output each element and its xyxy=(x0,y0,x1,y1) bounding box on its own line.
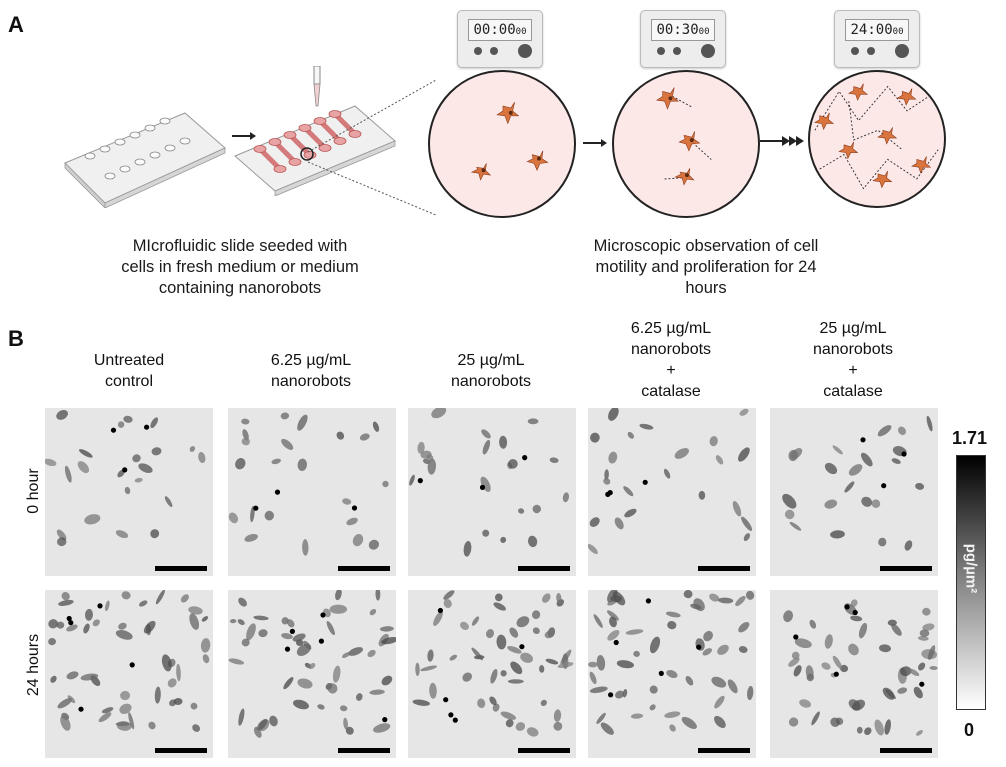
column-header-25-nanorobots-catalase: 25 µg/mL nanorobots + catalase xyxy=(768,318,938,402)
column-header-4-line-3: + xyxy=(848,362,858,379)
scale-bar xyxy=(698,566,750,571)
microscopy-image-r0-c4 xyxy=(770,408,938,576)
column-header-25-nanorobots: 25 µg/mL nanorobots xyxy=(406,350,576,392)
scale-bar xyxy=(155,748,207,753)
column-header-3-line-2: nanorobots xyxy=(630,341,712,358)
column-header-6-25-nanorobots: 6.25 µg/mL nanorobots xyxy=(226,350,396,392)
timer-2-value: 24:00 xyxy=(850,22,893,38)
row-label-24-hours: 24 hours xyxy=(25,633,42,697)
timer-0: 00:0000 xyxy=(457,10,543,68)
dish-0h xyxy=(428,70,576,218)
microscopy-image-r0-c2 xyxy=(408,408,576,576)
microscopy-image-r1-c2 xyxy=(408,590,576,758)
column-header-6-25-nanorobots-catalase: 6.25 µg/mL nanorobots + catalase xyxy=(586,318,756,402)
microscopy-image-r0-c0 xyxy=(45,408,213,576)
timer-2: 24:0000 xyxy=(834,10,920,68)
row-label-0-hour: 0 hour xyxy=(25,468,42,514)
arrow-icon xyxy=(583,135,607,147)
scale-bar xyxy=(518,748,570,753)
timer-1-value: 00:30 xyxy=(656,22,699,38)
column-header-0-line-1: Untreated xyxy=(93,352,165,369)
arrow-icon xyxy=(232,128,256,140)
timer-2-suffix: 00 xyxy=(892,27,904,37)
column-header-0-line-2: control xyxy=(104,373,154,390)
scale-bar xyxy=(518,566,570,571)
colorbar-max-label: 1.71 xyxy=(952,428,988,448)
colorbar xyxy=(956,455,986,710)
panel-b-letter: B xyxy=(8,326,24,351)
scale-bar xyxy=(338,566,390,571)
microscopy-image-r0-c3 xyxy=(588,408,756,576)
caption-observation-line-3: hours xyxy=(685,279,727,297)
caption-slide-seeding: MIcrofluidic slide seeded with cells in … xyxy=(90,236,390,299)
colorbar-min-label: 0 xyxy=(964,720,975,740)
column-header-2-line-1: 25 µg/mL xyxy=(457,352,525,369)
fast-forward-arrow-icon xyxy=(760,134,804,146)
microscopy-image-r1-c3 xyxy=(588,590,756,758)
scale-bar xyxy=(338,748,390,753)
scale-bar xyxy=(880,748,932,753)
timer-1-suffix: 00 xyxy=(698,27,710,37)
column-header-1-line-2: nanorobots xyxy=(270,373,352,390)
dish-24h xyxy=(808,70,946,208)
seeded-slide-illustration xyxy=(230,65,410,197)
column-header-untreated-control: Untreated control xyxy=(44,350,214,392)
timer-0-value: 00:00 xyxy=(473,22,516,38)
scale-bar xyxy=(880,566,932,571)
zoom-guide-lines xyxy=(300,79,440,220)
timer-0-suffix: 00 xyxy=(515,27,527,37)
dish-30min xyxy=(612,70,760,218)
empty-slide-illustration xyxy=(60,108,230,209)
column-header-3-line-3: + xyxy=(666,362,676,379)
scale-bar xyxy=(698,748,750,753)
caption-microscopic-observation: Microscopic observation of cell motility… xyxy=(556,236,856,299)
microscopy-image-r0-c1 xyxy=(228,408,396,576)
caption-slide-seeding-line-2: cells in fresh medium or medium xyxy=(121,258,359,276)
column-header-3-line-4: catalase xyxy=(641,383,701,400)
caption-slide-seeding-line-1: MIcrofluidic slide seeded with xyxy=(132,237,348,255)
microscopy-image-r1-c4 xyxy=(770,590,938,758)
panel-a-letter: A xyxy=(8,12,24,37)
timer-1: 00:3000 xyxy=(640,10,726,68)
column-header-4-line-1: 25 µg/mL xyxy=(819,320,887,337)
column-header-3-line-1: 6.25 µg/mL xyxy=(630,320,712,337)
colorbar-unit-label: pg/µm² xyxy=(962,543,980,594)
caption-observation-line-1: Microscopic observation of cell xyxy=(593,237,819,255)
column-header-4-line-2: nanorobots xyxy=(812,341,894,358)
caption-slide-seeding-line-3: containing nanorobots xyxy=(158,279,322,297)
column-header-4-line-4: catalase xyxy=(823,383,883,400)
column-header-1-line-1: 6.25 µg/mL xyxy=(270,352,352,369)
microscopy-image-r1-c1 xyxy=(228,590,396,758)
caption-observation-line-2: motility and proliferation for 24 xyxy=(595,258,817,276)
microscopy-image-r1-c0 xyxy=(45,590,213,758)
scale-bar xyxy=(155,566,207,571)
column-header-2-line-2: nanorobots xyxy=(450,373,532,390)
